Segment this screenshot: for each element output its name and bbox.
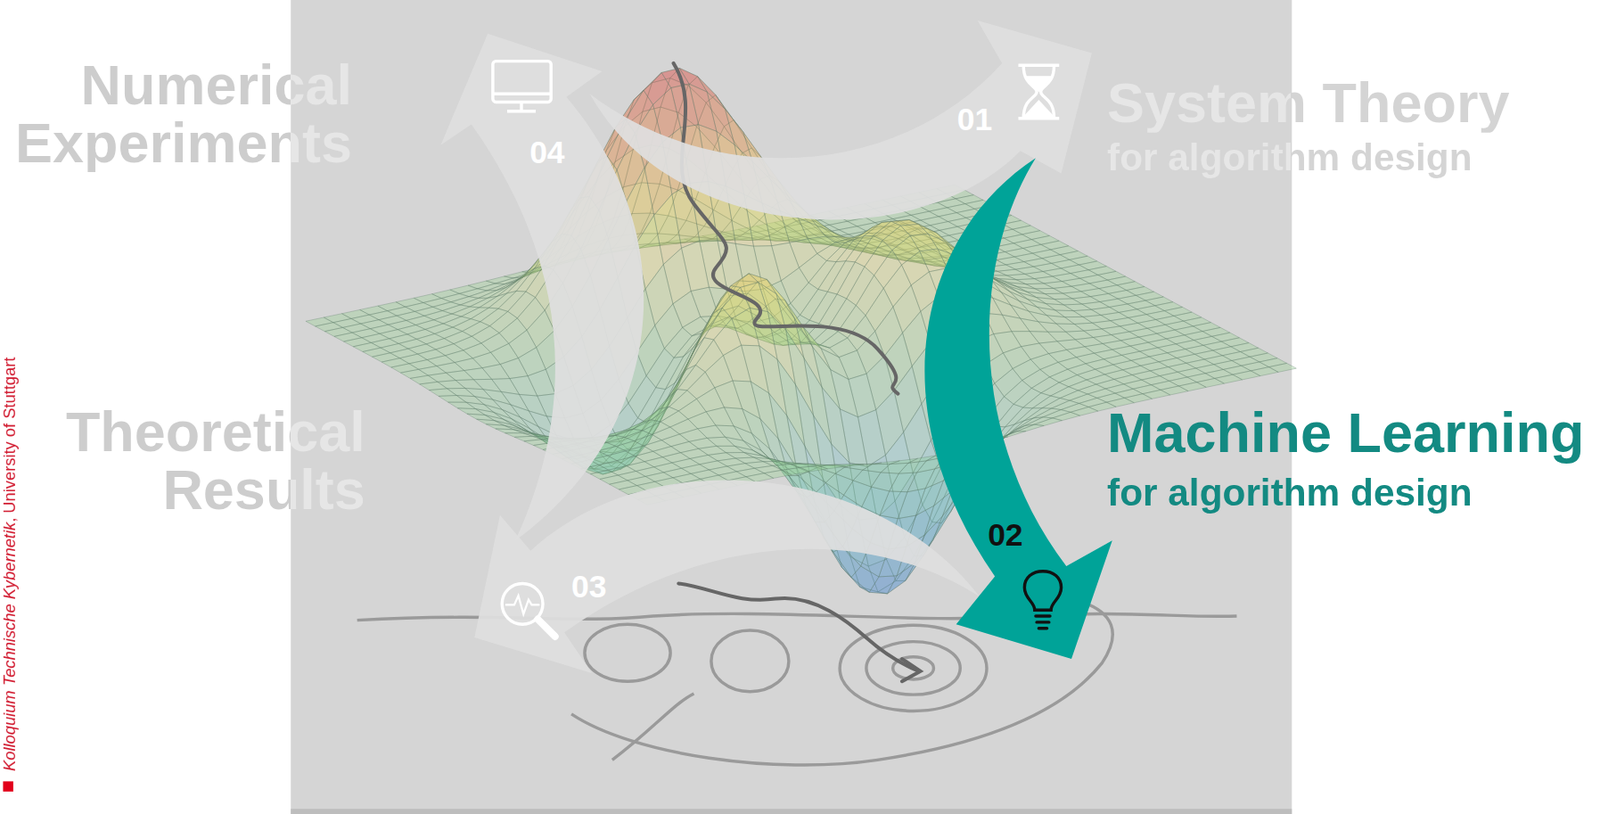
step-number: 03 xyxy=(571,571,607,603)
trajectory-arrowhead xyxy=(902,658,921,682)
monitor-base xyxy=(507,109,536,113)
bulb-base xyxy=(1035,614,1051,617)
trajectory-line xyxy=(673,63,899,394)
trajectory-line xyxy=(678,582,917,670)
monitor-icon xyxy=(492,61,551,112)
stage-subtitle: for algorithm design xyxy=(1107,137,1587,179)
contour-line xyxy=(839,624,987,711)
stage-title-active: Machine Learning xyxy=(1107,403,1597,462)
monitor-bezel xyxy=(492,92,551,96)
hourglass-sand xyxy=(1025,77,1052,116)
mesh-cell xyxy=(428,388,457,397)
contour-line xyxy=(584,623,671,682)
mesh-cell xyxy=(438,395,467,403)
arrow-shape xyxy=(441,33,645,542)
stage-title: System Theory xyxy=(1107,74,1587,133)
arrow-outline xyxy=(867,147,1123,668)
arrow-outline xyxy=(464,428,991,684)
arrow-outline xyxy=(571,9,1102,245)
mesh-cell xyxy=(1016,424,1044,432)
step-number: 01 xyxy=(957,104,993,136)
hourglass-icon xyxy=(1017,65,1059,118)
arrow-outline xyxy=(434,25,700,551)
bullet-square xyxy=(2,780,13,791)
mesh-cell xyxy=(495,428,524,434)
magnifier-handle xyxy=(537,618,555,636)
stage-title: Numerical Experiments xyxy=(0,56,353,173)
magnifier-icon xyxy=(501,582,556,636)
step-number: 02 xyxy=(987,518,1023,550)
step-arrow: 04 xyxy=(434,25,700,551)
monitor-screen xyxy=(492,61,551,103)
step-arrow: 03 xyxy=(464,428,991,684)
footer-band: Kolloquium Technische Kybernetik, Univer… xyxy=(0,273,21,772)
monitor-stand xyxy=(519,101,523,110)
step-number: 04 xyxy=(529,136,565,168)
mesh-cell xyxy=(448,402,476,409)
stage-title: Theoretical Results xyxy=(0,402,366,519)
lightbulb-icon xyxy=(1024,571,1061,629)
step-arrow: 01 xyxy=(571,9,1102,245)
mesh-cell xyxy=(1034,418,1063,427)
bulb-base xyxy=(1036,620,1050,624)
arrow-shape xyxy=(924,157,1112,659)
footer-text: Kolloquium Technische Kybernetik xyxy=(0,522,18,772)
stage-subtitle-active: for algorithm design xyxy=(1107,473,1597,515)
bulb-glass xyxy=(1024,571,1061,610)
bulb-base xyxy=(1038,626,1047,630)
contour-line xyxy=(612,693,695,760)
contour-line xyxy=(711,630,789,692)
panel-edge xyxy=(290,808,1292,814)
step-arrow: 02 xyxy=(867,147,1123,668)
pulse-line xyxy=(506,595,540,615)
